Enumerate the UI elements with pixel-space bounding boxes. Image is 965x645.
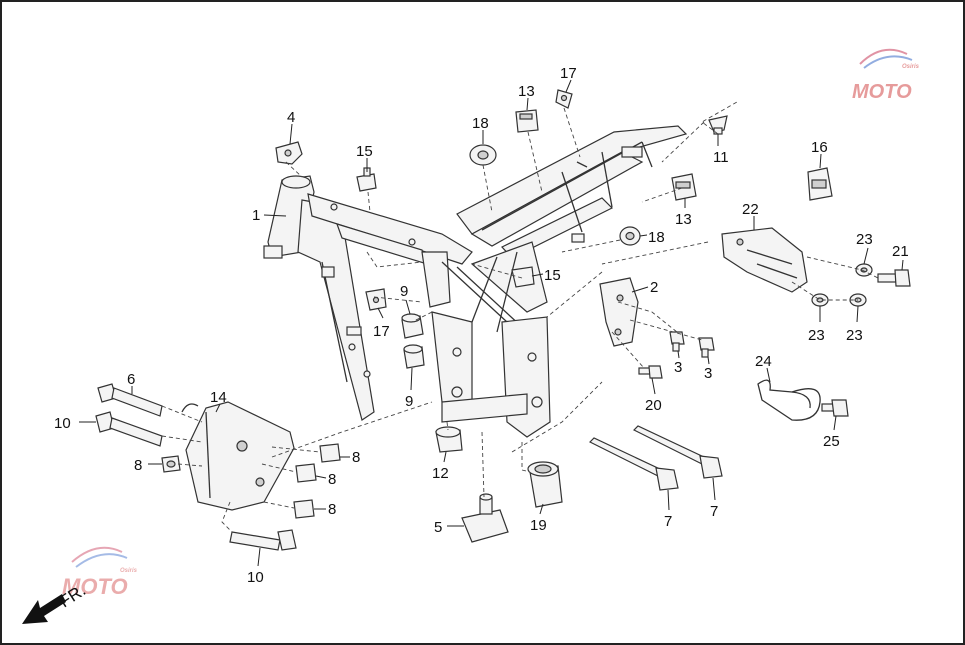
assembly-lines <box>161 101 879 533</box>
watermark-text-top: MOTO <box>852 81 912 103</box>
callout-14: 14 <box>210 389 227 406</box>
callout-15b: 15 <box>544 267 561 284</box>
part-12-collar <box>435 426 463 453</box>
part-8-nut-a <box>161 455 181 473</box>
callout-8c: 8 <box>328 471 336 488</box>
callout-8b: 8 <box>352 449 360 466</box>
part-5-damper <box>461 493 509 543</box>
watermark-subtext-bottom: Osiris <box>120 568 138 574</box>
callout-18b: 18 <box>648 229 665 246</box>
part-9-collar-a <box>401 313 424 339</box>
part-4-clip <box>275 141 303 165</box>
part-8-nut-b <box>319 443 341 463</box>
callout-18a: 18 <box>472 115 489 132</box>
callout-17a: 17 <box>560 65 577 82</box>
part-11-plug <box>708 115 728 135</box>
callout-10a: 10 <box>54 415 71 432</box>
part-16-rubber <box>807 167 833 201</box>
callout-8a: 8 <box>134 457 142 474</box>
part-8-nut-c <box>295 463 317 483</box>
part-20-bolt <box>638 365 663 379</box>
part-10-bolt-b <box>229 529 297 551</box>
callout-3a: 3 <box>674 359 682 376</box>
callout-9a: 9 <box>400 283 408 300</box>
callout-13b: 13 <box>675 211 692 228</box>
part-3-bolt-a <box>669 331 685 352</box>
front-arrow-icon <box>22 594 66 624</box>
callout-22: 22 <box>742 201 759 218</box>
callout-7b: 7 <box>710 503 718 520</box>
part-24-hook <box>757 379 821 421</box>
callout-23a: 23 <box>856 231 873 248</box>
part-15-clip-lower <box>511 266 535 288</box>
watermark-logo-bottom: MOTO Osiris <box>62 546 138 599</box>
part-2-bracket <box>599 277 639 347</box>
part-6-bolt <box>97 383 163 417</box>
part-8-nut-d <box>293 499 315 519</box>
callout-13a: 13 <box>518 83 535 100</box>
part-14-bracket <box>181 401 295 511</box>
callout-19: 19 <box>530 517 547 534</box>
callout-15a: 15 <box>356 143 373 160</box>
part-21-bolt <box>877 269 911 287</box>
callout-8d: 8 <box>328 501 336 518</box>
part-18-grommet-top <box>469 144 497 166</box>
callout-25: 25 <box>823 433 840 450</box>
part-17-clip-lower <box>365 288 387 311</box>
part-7-bolt-a <box>588 437 679 491</box>
callout-24: 24 <box>755 353 772 370</box>
front-direction-indicator: FR. <box>22 581 89 624</box>
callout-4: 4 <box>287 109 295 126</box>
main-frame <box>263 125 688 438</box>
callout-23b: 23 <box>808 327 825 344</box>
watermark-subtext-top: Osiris <box>902 64 920 70</box>
part-3-bolt-b <box>698 337 715 358</box>
callout-5: 5 <box>434 519 442 536</box>
callout-7a: 7 <box>664 513 672 530</box>
part-19-bushing <box>527 461 563 508</box>
callout-21: 21 <box>892 243 909 260</box>
part-9-collar-b <box>403 344 425 369</box>
watermark-logo-top: MOTO Osiris <box>852 48 920 103</box>
part-25-bolt <box>821 399 849 417</box>
part-13-bumper-top <box>515 109 539 133</box>
callout-1: 1 <box>252 207 260 224</box>
callout-9b: 9 <box>405 393 413 410</box>
callout-labels: 1 2 3 3 4 5 6 7 7 8 8 8 8 9 9 10 10 11 1… <box>54 65 909 586</box>
part-10-bolt-a <box>95 411 163 447</box>
part-7-bolt-b <box>632 425 723 479</box>
callout-20: 20 <box>645 397 662 414</box>
watermark-text-bottom: MOTO <box>62 574 128 599</box>
callout-16: 16 <box>811 139 828 156</box>
callout-17b: 17 <box>373 323 390 340</box>
callout-10b: 10 <box>247 569 264 586</box>
callout-3b: 3 <box>704 365 712 382</box>
callout-6: 6 <box>127 371 135 388</box>
leader-lines <box>79 79 904 567</box>
callout-12: 12 <box>432 465 449 482</box>
part-22-bracket <box>721 227 808 293</box>
callout-11: 11 <box>713 149 729 166</box>
part-18-grommet-right <box>619 226 641 246</box>
callout-2: 2 <box>650 279 658 296</box>
callout-23c: 23 <box>846 327 863 344</box>
part-13-bumper-right <box>671 173 697 201</box>
part-17-clip-top <box>555 89 573 109</box>
